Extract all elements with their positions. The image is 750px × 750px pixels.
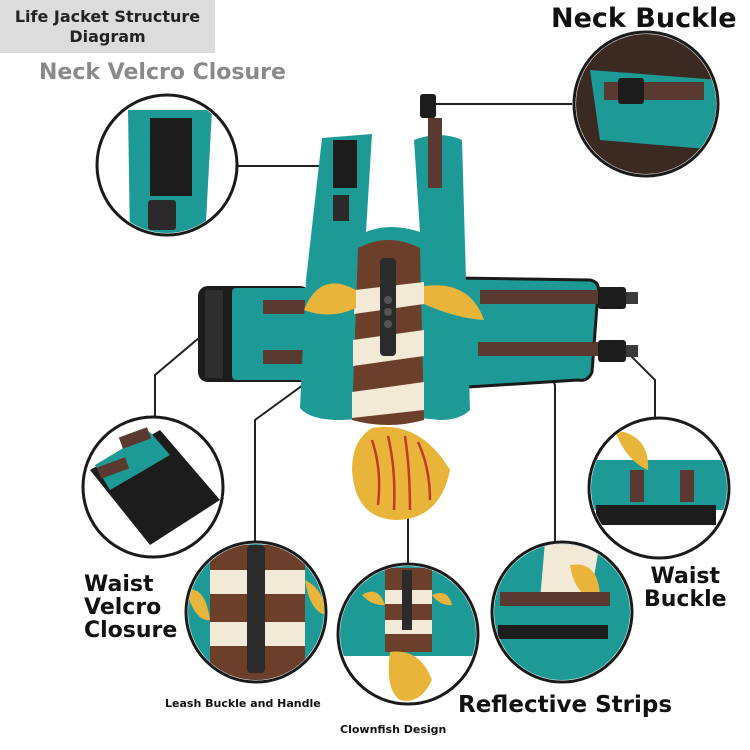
waist-right-panel — [452, 278, 599, 388]
fin-left — [304, 283, 356, 315]
detail-reflective — [490, 540, 634, 684]
waist-buckle-top — [598, 287, 626, 309]
title-line-2: Diagram — [69, 26, 146, 46]
label-reflective: Reflective Strips — [458, 692, 673, 718]
diagram-title: Life Jacket Structure Diagram — [0, 0, 215, 53]
label-waist-velcro: Waist Velcro Closure — [84, 573, 177, 642]
label-waist-velcro-line-2: Velcro — [84, 595, 162, 620]
label-waist-buckle: Waist Buckle — [644, 565, 727, 611]
detail-waist-velcro — [81, 415, 225, 559]
neck-velcro-strip — [333, 140, 357, 188]
leader-waist-buckle — [626, 351, 656, 418]
detail-neck-buckle — [572, 30, 720, 178]
leash-handle — [380, 258, 396, 356]
label-neck-velcro: Neck Velcro Closure — [39, 60, 286, 85]
fin-right — [424, 285, 484, 320]
title-line-1: Life Jacket Structure — [14, 6, 201, 26]
label-waist-velcro-line-3: Closure — [84, 618, 178, 643]
neck-buckle-clip — [420, 94, 436, 118]
detail-leash — [184, 540, 328, 684]
label-waist-buckle-line-1: Waist — [650, 564, 721, 589]
detail-clownfish — [336, 562, 480, 706]
label-clownfish: Clownfish Design — [340, 723, 447, 736]
label-waist-velcro-line-1: Waist — [84, 572, 154, 597]
label-waist-buckle-line-2: Buckle — [644, 587, 727, 612]
reflective-strip-top — [480, 290, 598, 304]
detail-waist-buckle — [587, 416, 731, 560]
waist-buckle-bottom — [598, 340, 626, 362]
clownfish-tail — [352, 426, 450, 520]
neck-strap — [428, 118, 442, 188]
label-leash: Leash Buckle and Handle — [165, 697, 321, 710]
detail-neck-velcro — [95, 93, 239, 237]
jacket-main — [198, 94, 638, 520]
reflective-strip-bottom — [478, 342, 598, 356]
label-neck-buckle: Neck Buckle — [551, 3, 737, 34]
